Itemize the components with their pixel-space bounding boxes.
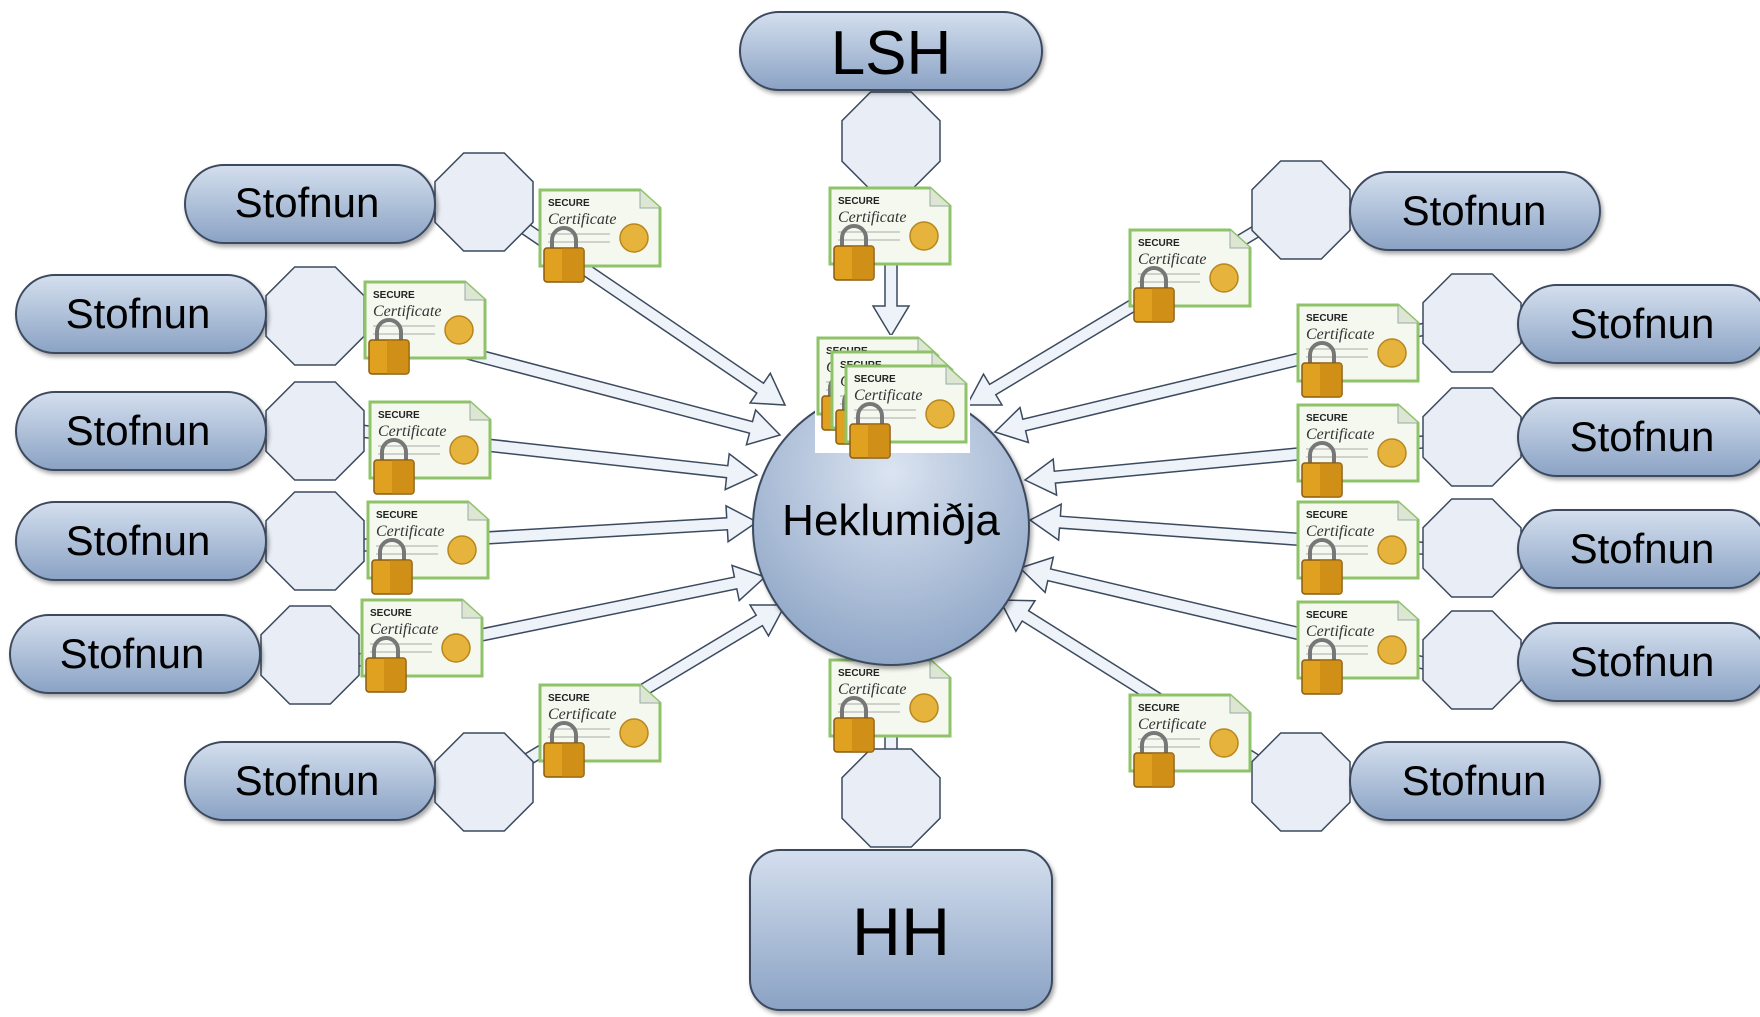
- hh-node: [749, 849, 1053, 1011]
- svg-text:SECURE: SECURE: [1306, 313, 1348, 324]
- lsh-node: [739, 11, 1043, 91]
- right-stofnun-5-label: Stofnun: [1570, 638, 1715, 685]
- right-stofnun-4-label: Stofnun: [1570, 525, 1715, 572]
- left-stofnun-1-label: Stofnun: [235, 179, 380, 226]
- hub-label: Heklumiðja: [782, 496, 1000, 545]
- left-stofnun-3: [15, 391, 267, 471]
- certificate-left-3: SECURE Certificate: [368, 400, 492, 495]
- right-stofnun-5: [1517, 622, 1760, 702]
- right-stofnun-1-label: Stofnun: [1402, 187, 1547, 234]
- certificate-right-6: SECURE Certificate: [1128, 693, 1252, 788]
- left-stofnun-4-label: Stofnun: [66, 517, 211, 564]
- octagon-hh: [841, 748, 941, 848]
- octagon-left-4: [265, 491, 365, 591]
- svg-text:Certificate: Certificate: [1306, 623, 1374, 640]
- svg-text:Certificate: Certificate: [1306, 523, 1374, 540]
- octagon-left-6: [434, 732, 534, 832]
- right-stofnun-6-label: Stofnun: [1402, 757, 1547, 804]
- certificate-right-5: SECURE Certificate: [1296, 600, 1420, 695]
- certificate-left-4: SECURE Certificate: [366, 500, 490, 595]
- right-stofnun-1: [1349, 171, 1601, 251]
- left-stofnun-2: [15, 274, 267, 354]
- svg-text:SECURE: SECURE: [1138, 238, 1180, 249]
- right-stofnun-3: [1517, 397, 1760, 477]
- left-stofnun-5-label: Stofnun: [60, 630, 205, 677]
- octagon-left-1: [434, 152, 534, 252]
- certificate-left-6: SECURE Certificate: [538, 683, 662, 778]
- right-stofnun-3-label: Stofnun: [1570, 413, 1715, 460]
- certificate-right-1: SECURE Certificate: [1128, 228, 1252, 323]
- svg-text:Certificate: Certificate: [854, 387, 922, 404]
- certificate-left-2: SECURE Certificate: [363, 280, 487, 375]
- svg-text:SECURE: SECURE: [1306, 413, 1348, 424]
- svg-text:Certificate: Certificate: [370, 621, 438, 638]
- octagon-left-2: [265, 266, 365, 366]
- svg-text:SECURE: SECURE: [378, 410, 420, 421]
- octagon-right-5: [1422, 610, 1522, 710]
- certificate-right-3: SECURE Certificate: [1296, 403, 1420, 498]
- certificate-right-4: SECURE Certificate: [1296, 500, 1420, 595]
- svg-text:SECURE: SECURE: [854, 374, 896, 385]
- octagon-right-2: [1422, 273, 1522, 373]
- right-stofnun-2: [1517, 284, 1760, 364]
- lock-octagons: [260, 91, 1522, 848]
- svg-text:Certificate: Certificate: [1306, 326, 1374, 343]
- octagon-right-3: [1422, 387, 1522, 487]
- svg-text:Certificate: Certificate: [548, 706, 616, 723]
- right-stofnun-2-label: Stofnun: [1570, 300, 1715, 347]
- octagon-right-1: [1251, 160, 1351, 260]
- octagon-left-5: [260, 605, 360, 705]
- svg-text:Certificate: Certificate: [1138, 716, 1206, 733]
- svg-text:SECURE: SECURE: [1306, 610, 1348, 621]
- svg-text:SECURE: SECURE: [838, 668, 880, 679]
- svg-text:SECURE: SECURE: [548, 198, 590, 209]
- svg-text:Certificate: Certificate: [838, 681, 906, 698]
- svg-text:SECURE: SECURE: [1138, 703, 1180, 714]
- left-stofnun-4: [15, 501, 267, 581]
- left-stofnun-6: [184, 741, 436, 821]
- hub-certificate-3: SECURE Certificate: [844, 364, 968, 459]
- svg-text:Certificate: Certificate: [378, 423, 446, 440]
- hh-label: HH: [852, 894, 950, 970]
- certificate-right-2: SECURE Certificate: [1296, 303, 1420, 398]
- svg-text:SECURE: SECURE: [838, 196, 880, 207]
- octagon-left-3: [265, 381, 365, 481]
- left-stofnun-2-label: Stofnun: [66, 290, 211, 337]
- certificate-top: SECURE Certificate: [828, 186, 952, 281]
- octagon-right-4: [1422, 498, 1522, 598]
- nodes: LSH HH Stofnun Stofnun Stofnun Stofnun S…: [9, 11, 1760, 1011]
- svg-text:SECURE: SECURE: [373, 290, 415, 301]
- svg-text:Certificate: Certificate: [838, 209, 906, 226]
- svg-text:Certificate: Certificate: [548, 211, 616, 228]
- svg-text:SECURE: SECURE: [548, 693, 590, 704]
- octagon-right-6: [1251, 732, 1351, 832]
- right-stofnun-4: [1517, 509, 1760, 589]
- certificate-left-1: SECURE Certificate: [538, 188, 662, 283]
- certificate-icons: SECURECertificateSECURECertificateSECURE…: [360, 186, 1420, 788]
- certificate-left-5: SECURE Certificate: [360, 598, 484, 693]
- hub-certificate-stack: SECURECertificateSECURECertificateSECURE…: [815, 335, 970, 459]
- lsh-label: LSH: [831, 19, 952, 88]
- svg-text:Certificate: Certificate: [1138, 251, 1206, 268]
- right-stofnun-6: [1349, 741, 1601, 821]
- svg-text:SECURE: SECURE: [1306, 510, 1348, 521]
- left-stofnun-3-label: Stofnun: [66, 407, 211, 454]
- svg-text:Certificate: Certificate: [376, 523, 444, 540]
- svg-text:SECURE: SECURE: [370, 608, 412, 619]
- left-stofnun-6-label: Stofnun: [235, 757, 380, 804]
- svg-text:SECURE: SECURE: [376, 510, 418, 521]
- left-stofnun-5: [9, 614, 261, 694]
- svg-text:Certificate: Certificate: [373, 303, 441, 320]
- octagon-lsh: [841, 91, 941, 191]
- left-stofnun-1: [184, 164, 436, 244]
- svg-text:Certificate: Certificate: [1306, 426, 1374, 443]
- certificate-bottom: SECURE Certificate: [828, 658, 952, 753]
